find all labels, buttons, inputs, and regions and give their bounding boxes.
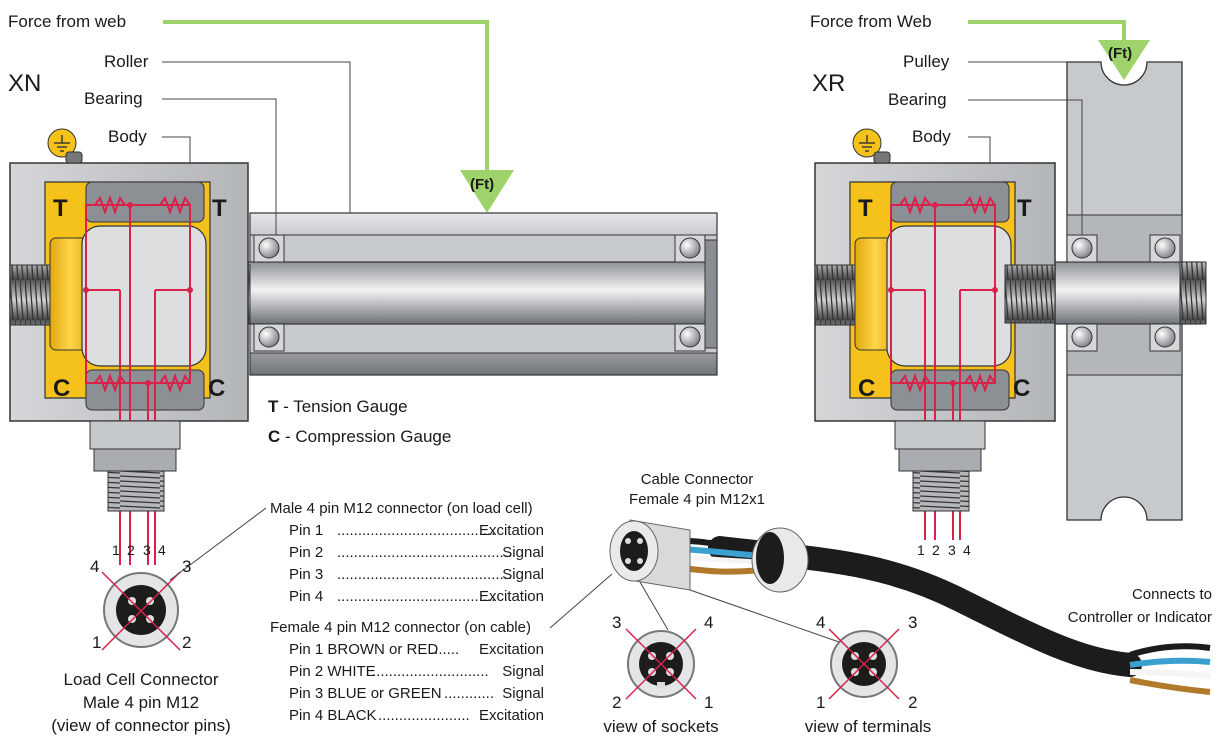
legend-compression: C - Compression Gauge [268,427,451,446]
female-row-4-pin: Pin 4 BLACK [289,707,377,724]
male-pin-table: Male 4 pin M12 connector (on load cell) … [270,500,544,605]
xr-ground-icon [852,128,891,164]
female-row-2-dots: ............................ [372,663,489,680]
xn-assembly: T T C C (Ft) Force from web Roller Beari… [8,12,718,565]
xr-pin-3: 3 [948,542,956,558]
xr-pin-4: 4 [963,542,971,558]
lcc-caption-3: (view of connector pins) [51,716,231,735]
terminals-num-1: 1 [816,693,825,712]
female-row-2-fn: Signal [502,663,544,680]
xn-ft-label: (Ft) [470,176,494,193]
female-pin-table: Female 4 pin M12 connector (on cable) Pi… [270,573,613,724]
terminals-num-3: 3 [908,613,917,632]
xr-bearings [1066,234,1181,352]
male-row-3-pin: Pin 3 [289,566,323,583]
female-row-1-pin: Pin 1 BROWN or RED [289,641,438,658]
male-row-4-dots: ...................................... [337,588,495,605]
xn-t-mark-left: T [53,195,68,222]
xn-body-label: Body [108,127,147,146]
xr-pin-1: 1 [917,542,925,558]
female-row-1-fn: Excitation [479,641,544,658]
female-row-3-dots: ............ [444,685,494,702]
sockets-caption: view of sockets [603,717,718,736]
female-row-4-dots: ...................... [378,707,470,724]
female-table-title: Female 4 pin M12 connector (on cable) [270,619,531,636]
male-row-1-pin: Pin 1 [289,522,323,539]
male-table-title: Male 4 pin M12 connector (on load cell) [270,500,533,517]
xn-force-arrow [163,20,514,213]
male-row-4-fn: Excitation [479,588,544,605]
terminals-view-icon [828,628,900,700]
cable-connector-line1: Cable Connector [641,471,754,488]
xn-ground-icon [47,128,83,164]
xn-pin-2: 2 [127,542,135,558]
connects-line1: Connects to [1132,586,1212,603]
xr-bearing-label: Bearing [888,90,947,109]
terminals-num-2: 2 [908,693,917,712]
lcc-num-4: 4 [90,557,99,576]
lcc-caption-2: Male 4 pin M12 [83,693,199,712]
xn-pin-4: 4 [158,542,166,558]
terminals-caption: view of terminals [805,717,932,736]
sockets-num-3: 3 [612,613,621,632]
female-row-4-fn: Excitation [479,707,544,724]
female-row-1-dots: ....... [430,641,459,658]
female-row-2-pin: Pin 2 WHITE [289,663,376,680]
male-row-2-dots: ........................................… [337,544,512,561]
xn-bearings [253,234,706,352]
xr-title: XR [812,70,845,97]
female-row-3-pin: Pin 3 BLUE or GREEN [289,685,442,702]
xn-bearing-label: Bearing [84,89,143,108]
xr-c-mark-right: C [1013,375,1030,402]
lcc-num-3: 3 [182,557,191,576]
sockets-num-2: 2 [612,693,621,712]
xr-force-label: Force from Web [810,12,932,31]
male-row-1-fn: Excitation [479,522,544,539]
sockets-view-icon [625,628,697,700]
connects-line2: Controller or Indicator [1068,609,1212,626]
sockets-num-4: 4 [704,613,713,632]
xr-pulley-label: Pulley [903,52,950,71]
male-row-4-pin: Pin 4 [289,588,323,605]
xr-pin-2: 2 [932,542,940,558]
male-row-1-dots: ...................................... [337,522,495,539]
male-row-3-dots: ........................................… [337,566,512,583]
xn-t-mark-right: T [212,195,227,222]
xn-c-mark-right: C [208,375,225,402]
female-row-3-fn: Signal [502,685,544,702]
male-row-2-pin: Pin 2 [289,544,323,561]
xn-roller-label: Roller [104,52,149,71]
male-row-3-fn: Signal [502,566,544,583]
lcc-num-2: 2 [182,633,191,652]
male-row-2-fn: Signal [502,544,544,561]
xn-force-label: Force from web [8,12,126,31]
xn-pin-3: 3 [143,542,151,558]
xr-force-arrow [968,20,1150,80]
terminals-num-4: 4 [816,613,825,632]
xn-shaft [239,261,711,325]
xr-t-mark-right: T [1017,195,1032,222]
cable-connector-line2: Female 4 pin M12x1 [629,491,765,508]
xr-t-mark-left: T [858,195,873,222]
xr-ft-label: (Ft) [1108,45,1132,62]
lcc-caption-1: Load Cell Connector [64,670,219,689]
legend-tension: T - Tension Gauge [268,397,408,416]
xr-c-mark-left: C [858,375,875,402]
xn-title: XN [8,70,41,97]
load-cell-connector-icon [101,507,267,651]
xr-body-label: Body [912,127,951,146]
lcc-num-1: 1 [92,633,101,652]
xn-c-mark-left: C [53,375,70,402]
xn-pin-1: 1 [112,542,120,558]
xr-assembly: T T C C (Ft) Force from Web Pulley Beari… [810,12,1207,558]
sockets-num-1: 1 [704,693,713,712]
cable-connector-icon [609,519,1211,695]
